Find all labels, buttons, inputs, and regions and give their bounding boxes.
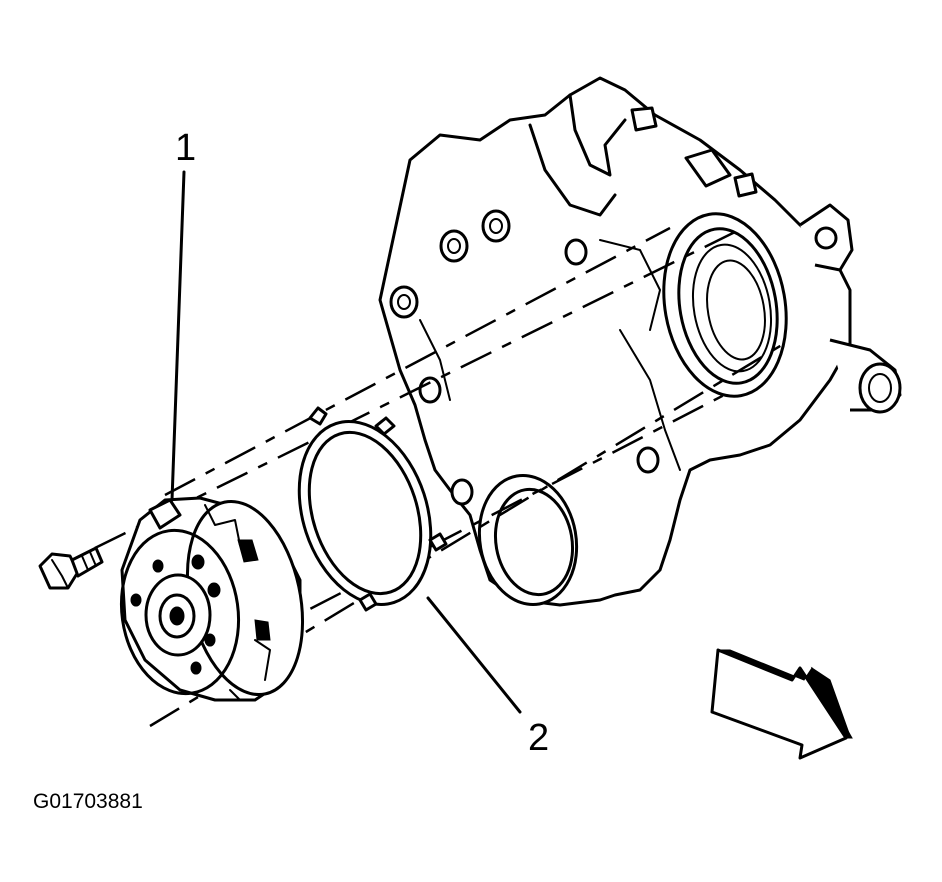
oil-pump [119, 496, 305, 702]
leader-line-1 [170, 170, 186, 502]
callout-2: 2 [528, 717, 549, 759]
callout-1: 1 [175, 127, 196, 169]
front-cover [378, 76, 902, 607]
leader-line-2 [426, 596, 522, 714]
arrow-right-down-icon [710, 648, 853, 760]
gasket [297, 406, 448, 612]
figure-id: G01703881 [33, 790, 143, 813]
bolt [38, 546, 104, 590]
alignment-lines [94, 226, 791, 728]
